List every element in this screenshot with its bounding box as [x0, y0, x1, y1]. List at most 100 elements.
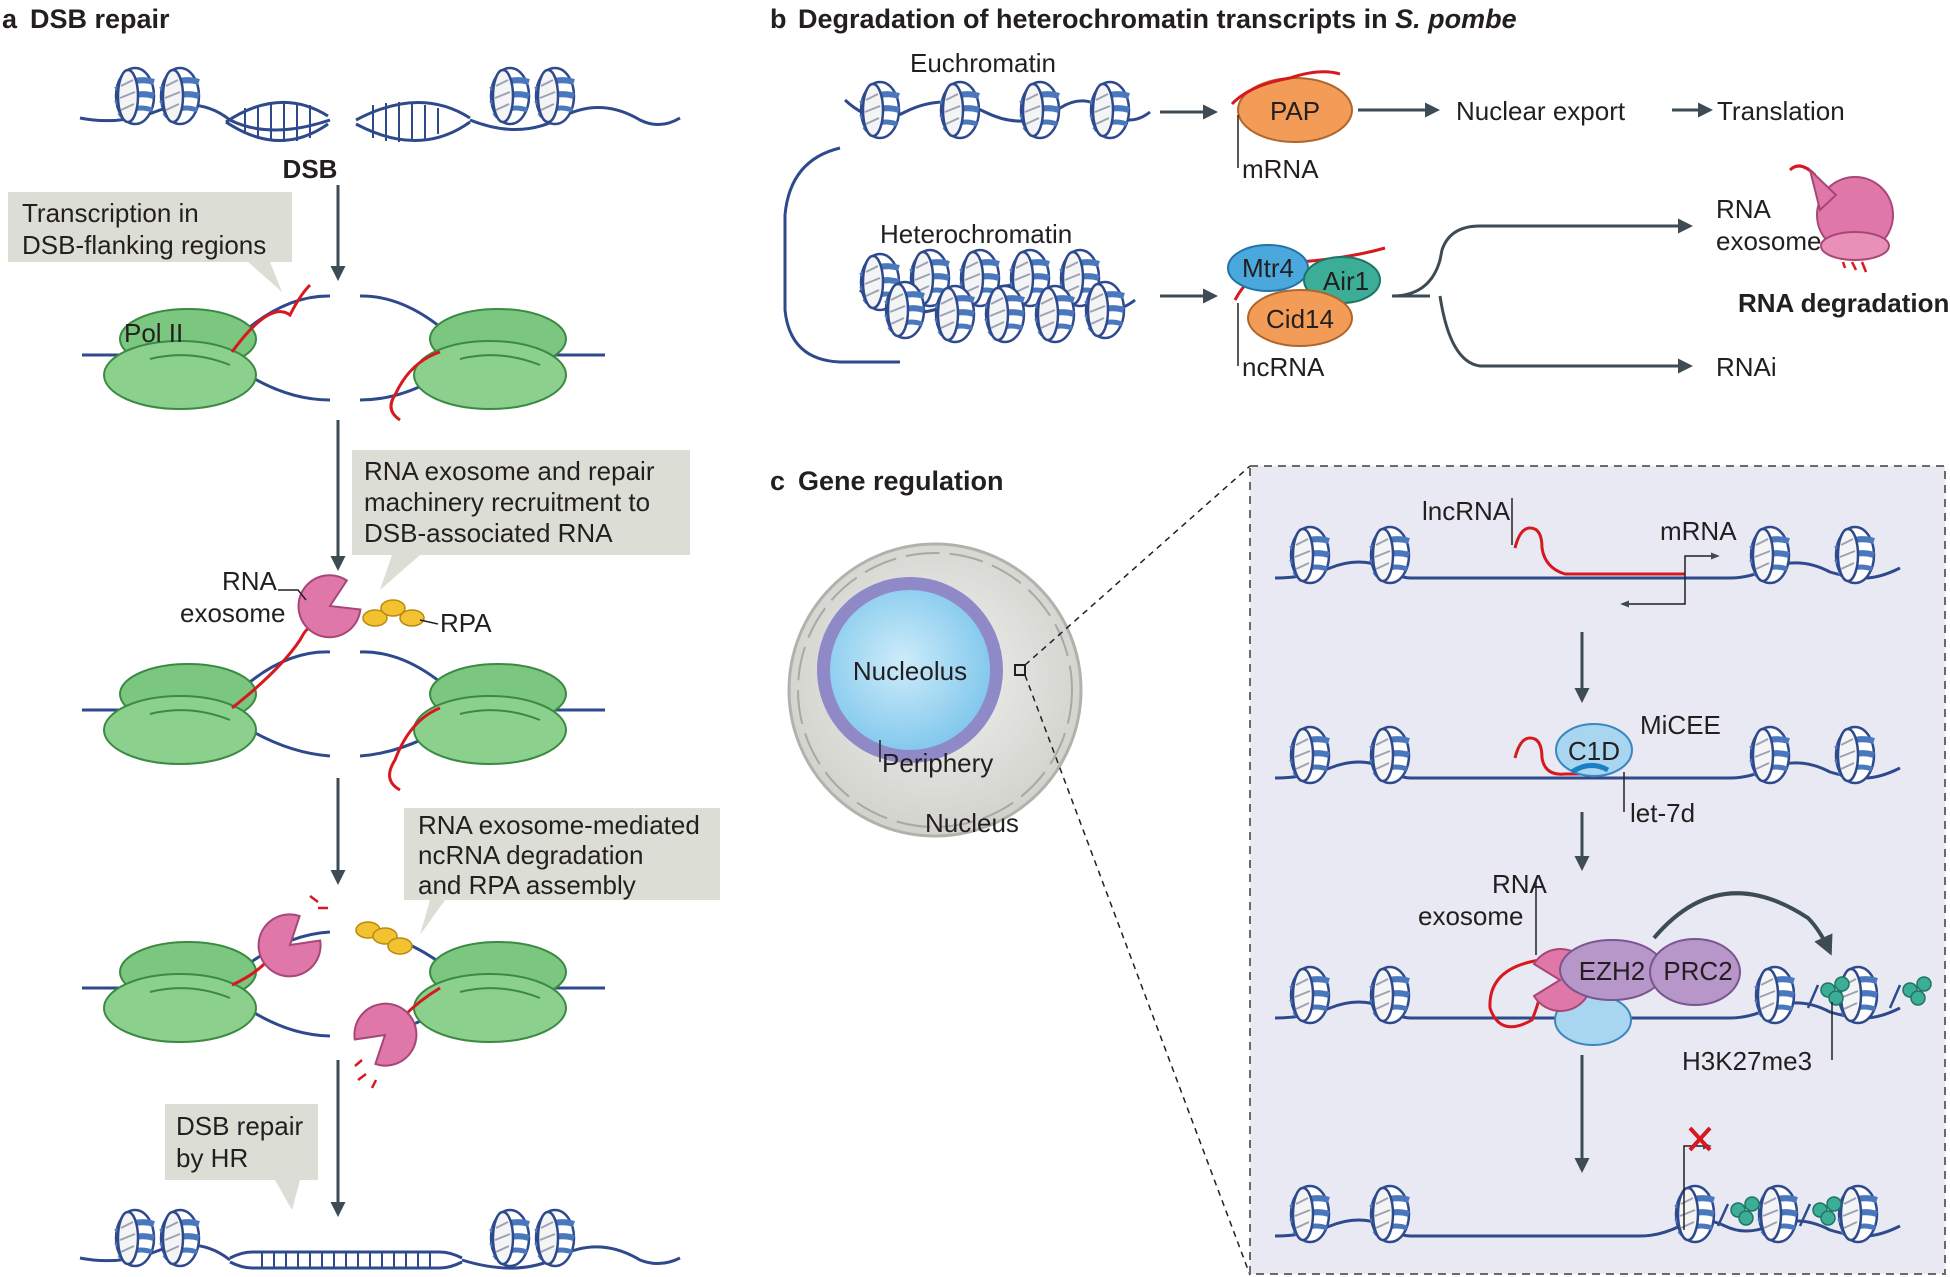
- callout-degradation: RNA exosome-mediated ncRNA degradation a…: [404, 808, 720, 935]
- branch-arrow: [1391, 218, 1693, 298]
- lncrna-label: lncRNA: [1422, 496, 1511, 526]
- repression-x-icon: [1688, 1126, 1712, 1152]
- nucleosome: [1839, 1186, 1877, 1242]
- dsb-chromatin: [79, 68, 681, 142]
- silenced-row: [1274, 1126, 1901, 1242]
- rnai-label: RNAi: [1716, 352, 1777, 382]
- translation-label: Translation: [1717, 96, 1845, 126]
- nucleosome: [491, 68, 529, 124]
- branch-arrow: [1438, 295, 1693, 374]
- rna-exosome-c-line-2: exosome: [1418, 901, 1524, 931]
- rna-exosome-line-1: RNA: [1716, 194, 1772, 224]
- euchromatin-fiber: [843, 82, 1151, 138]
- repaired-chromatin: [79, 1210, 681, 1270]
- nucleosome: [886, 282, 924, 338]
- rpa-icon: [380, 599, 406, 617]
- nucleosome: [1839, 967, 1877, 1023]
- rna-degradation-label: RNA degradation: [1738, 288, 1949, 318]
- panel-a: a DSB repair DSB: [2, 4, 720, 1270]
- nucleosome: [1371, 1186, 1409, 1242]
- nucleosome: [1086, 282, 1124, 338]
- nuclear-export-label: Nuclear export: [1456, 96, 1626, 126]
- nucleosome: [1371, 967, 1409, 1023]
- nucleosome: [1371, 727, 1409, 783]
- let7d-label: let-7d: [1630, 798, 1695, 828]
- ezh2-label: EZH2: [1579, 956, 1645, 986]
- periphery-label: Periphery: [882, 748, 993, 778]
- nucleolus: [830, 590, 990, 750]
- panel-c: c Gene regulation Nucleolus Periphery Nu…: [770, 465, 1946, 1276]
- pap-complex: [1230, 70, 1353, 168]
- lncrna-strand: [1513, 526, 1685, 576]
- nucleosome: [161, 68, 199, 124]
- methylation-arrow: [1652, 891, 1833, 956]
- tss-arrow: [1684, 552, 1720, 578]
- cid14-label: Cid14: [1266, 304, 1334, 334]
- callout-1-line-1: Transcription in: [22, 198, 199, 228]
- nucleosome: [1291, 967, 1329, 1023]
- rpa-icon: [399, 609, 425, 627]
- zoom-box: [1014, 664, 1026, 676]
- rna-exosome-line-2: exosome: [1716, 226, 1822, 256]
- degradation-stage: [82, 895, 605, 1089]
- prc2-label: PRC2: [1663, 956, 1732, 986]
- pap-label: PAP: [1270, 96, 1320, 126]
- rpa-icon: [387, 937, 413, 955]
- nucleosome: [1836, 527, 1874, 583]
- nucleosome: [861, 82, 899, 138]
- nucleosome: [116, 1210, 154, 1266]
- c1d-label: C1D: [1568, 736, 1620, 766]
- nucleolus-label: Nucleolus: [853, 656, 967, 686]
- nucleosome: [491, 1210, 529, 1266]
- nucleosome: [1836, 727, 1874, 783]
- dsb-label: DSB: [283, 154, 338, 184]
- h3k27me3-mark: [1812, 1196, 1842, 1226]
- prc2-icon: [1649, 938, 1741, 1006]
- callout-4-line-1: DSB repair: [176, 1111, 303, 1141]
- nucleosome: [1756, 967, 1794, 1023]
- micee-row: [1274, 723, 1901, 812]
- let-7d-strand: [1570, 763, 1610, 775]
- nucleosome: [1751, 527, 1789, 583]
- callout-2-line-3: DSB-associated RNA: [364, 518, 613, 548]
- nucleosome: [1091, 82, 1129, 138]
- nucleosome: [536, 1210, 574, 1266]
- tss-arrow: [1683, 1142, 1712, 1230]
- nucleosome: [536, 68, 574, 124]
- nucleosome: [941, 82, 979, 138]
- rna-exosome-icon: [297, 574, 362, 639]
- c1d-icon: [1555, 723, 1633, 777]
- lncrna-row: [1274, 498, 1901, 608]
- exosome-recruitment-stage: [82, 574, 605, 792]
- exosome-label-line-2: exosome: [180, 598, 286, 628]
- nucleosome: [1291, 1186, 1329, 1242]
- mrna-label: mRNA: [1242, 154, 1319, 184]
- h3k27me3-mark: [1902, 976, 1932, 1006]
- exosome-label-line-1: RNA: [222, 566, 278, 596]
- rna-exosome-icon: [353, 1002, 418, 1067]
- air1-label: Air1: [1323, 266, 1369, 296]
- prc2-row: [1274, 880, 1932, 1060]
- chromatin-loop: [783, 146, 900, 364]
- panel-b: b Degradation of heterochromatin transcr…: [770, 4, 1949, 382]
- mtr4-icon: [1227, 244, 1309, 292]
- heterochromatin-label: Heterochromatin: [880, 219, 1072, 249]
- nucleosome: [1036, 286, 1074, 342]
- rna-exosome-icon: [1788, 164, 1894, 273]
- callout-recruitment: RNA exosome and repair machinery recruit…: [352, 450, 690, 590]
- callout-4-line-2: by HR: [176, 1143, 248, 1173]
- nucleus-label: Nucleus: [925, 808, 1019, 838]
- trf-complex: [1227, 244, 1386, 366]
- nucleosome: [1676, 1186, 1714, 1242]
- callout-2-line-1: RNA exosome and repair: [364, 456, 655, 486]
- euchromatin-label: Euchromatin: [910, 48, 1056, 78]
- callout-3-line-2: ncRNA degradation: [418, 840, 643, 870]
- nucleosome: [1291, 527, 1329, 583]
- h3k27me3-mark: [1730, 1196, 1760, 1226]
- h3k27me3-label: H3K27me3: [1682, 1046, 1812, 1076]
- nucleosome: [936, 286, 974, 342]
- nucleus-diagram: [787, 542, 1083, 838]
- panel-a-title: DSB repair: [30, 4, 170, 34]
- rpa-label: RPA: [440, 608, 492, 638]
